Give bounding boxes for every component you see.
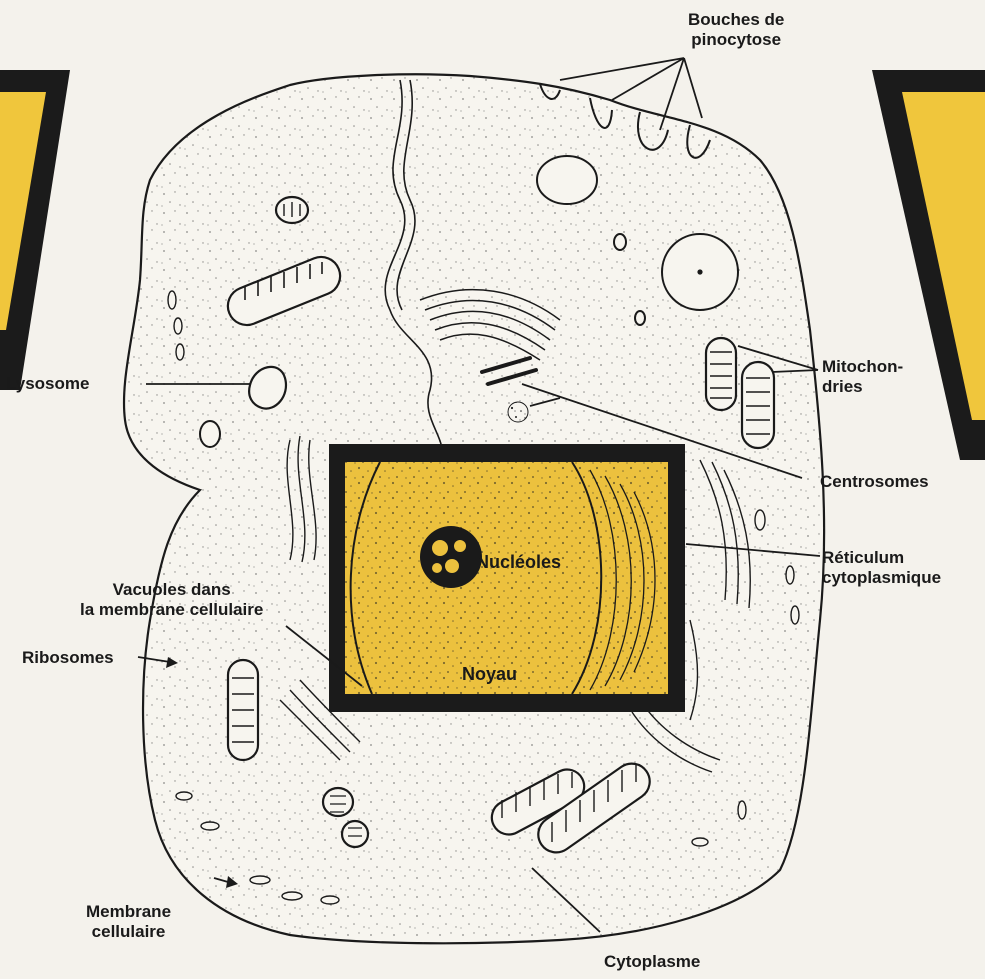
label-nucleoles: Nucléoles xyxy=(476,552,561,572)
left-panel xyxy=(0,70,70,390)
label-line: cytoplasmique xyxy=(822,568,941,588)
label-vacuoles: Vacuoles dans la membrane cellulaire xyxy=(80,580,263,620)
label-mitochondries: Mitochon- dries xyxy=(822,357,903,397)
mitochondrion-right-1 xyxy=(706,338,736,410)
mitochondrion-lower-small-2 xyxy=(342,821,368,847)
label-line: Vacuoles dans xyxy=(80,580,263,600)
label-membrane-cellulaire: Membrane cellulaire xyxy=(86,902,171,942)
label-line: cellulaire xyxy=(86,922,171,942)
label-line: Mitochon- xyxy=(822,357,903,377)
label-line: Nucléoles xyxy=(476,552,561,572)
label-centrosomes: Centrosomes xyxy=(820,472,929,492)
label-line: Bouches de xyxy=(688,10,784,30)
mitochondrion-lower-left xyxy=(228,660,258,760)
label-cytoplasme: Cytoplasme xyxy=(604,952,700,972)
label-line: dries xyxy=(822,377,903,397)
label-reticulum-cytoplasmique: Réticulum cytoplasmique xyxy=(822,548,941,588)
mitochondrion-small-top xyxy=(276,197,308,223)
nucleolus-shape xyxy=(420,526,482,588)
label-line: Ribosomes xyxy=(22,648,114,668)
label-line: Lysosome xyxy=(6,374,89,394)
label-line: pinocytose xyxy=(688,30,784,50)
label-line: la membrane cellulaire xyxy=(80,600,263,620)
mitochondrion-right-2 xyxy=(742,362,774,448)
label-line: Cytoplasme xyxy=(604,952,700,972)
label-ribosomes: Ribosomes xyxy=(22,648,114,668)
mitochondrion-lower-small-1 xyxy=(323,788,353,816)
label-noyau: Noyau xyxy=(462,664,517,684)
label-bouches-de-pinocytose: Bouches de pinocytose xyxy=(688,10,784,50)
label-lysosome: Lysosome xyxy=(6,374,89,394)
label-line: Noyau xyxy=(462,664,517,684)
label-line: Centrosomes xyxy=(820,472,929,492)
label-line: Membrane xyxy=(86,902,171,922)
label-line: Réticulum xyxy=(822,548,941,568)
right-panel xyxy=(872,70,985,460)
